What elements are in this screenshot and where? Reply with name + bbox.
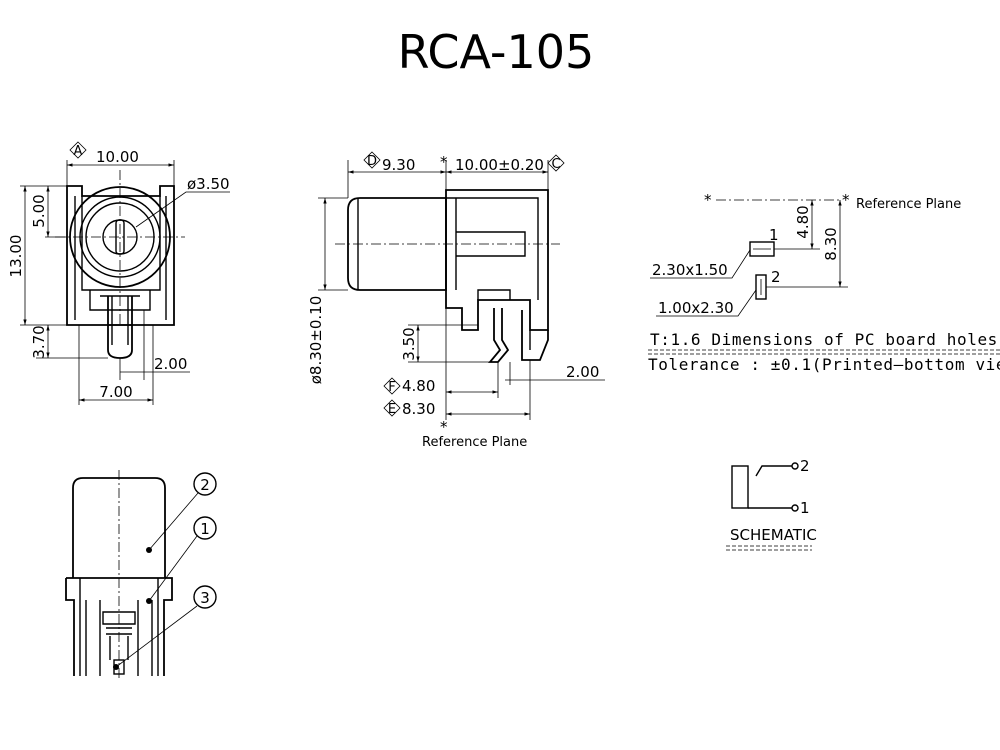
front-width-bottom: 7.00	[99, 383, 132, 401]
side-reference-plane: Reference Plane	[422, 435, 527, 450]
front-height: 13.00	[7, 235, 25, 278]
side-jack-length: 9.30	[382, 156, 415, 174]
note-line-1: T:1.6 Dimensions of PC board holes	[650, 330, 998, 349]
side-body-length: 10.00±0.20	[455, 156, 544, 174]
datum-a-label: A	[74, 144, 83, 159]
front-pin-offset: 2.00	[154, 355, 187, 373]
front-width-top: 10.00	[96, 148, 139, 166]
pcb-pad-2-label: 2	[771, 268, 781, 286]
datum-c-label: C	[551, 157, 560, 172]
datum-f-label: F	[388, 380, 395, 395]
callout-3: 3	[200, 589, 210, 607]
notes: T:1.6 Dimensions of PC board holes Toler…	[648, 330, 1000, 374]
side-view: D 9.30 * 10.00±0.20 C ø8.30±0.10 3.50 2.…	[307, 151, 605, 450]
assembly-view: 2 1 3	[65, 470, 217, 680]
callout-2: 2	[200, 476, 210, 494]
pcb-dim-8-30: 8.30	[822, 227, 840, 260]
schematic: 2 1 SCHEMATIC	[726, 457, 817, 551]
pcb-star-left: *	[704, 191, 712, 209]
note-line-2: Tolerance : ±0.1(Printed—bottom view	[648, 355, 1000, 374]
front-hole-diameter: ø3.50	[187, 175, 230, 193]
side-dim-f: 4.80	[402, 377, 435, 395]
side-star-bottom: *	[440, 418, 448, 436]
drawing-title: RCA-105	[398, 25, 595, 79]
side-dim-e: 8.30	[402, 400, 435, 418]
side-diameter: ø8.30±0.10	[307, 296, 325, 385]
schematic-pin-2: 2	[800, 457, 810, 475]
pcb-star-right: *	[842, 191, 850, 209]
pcb-pad-1-size: 2.30x1.50	[652, 261, 728, 279]
pcb-pad-1-label: 1	[769, 226, 779, 244]
side-pin-height: 3.50	[400, 327, 418, 360]
callout-1: 1	[200, 520, 210, 538]
front-pin-length: 3.70	[30, 325, 48, 358]
side-star-top: *	[440, 153, 448, 171]
front-center-height: 5.00	[30, 194, 48, 227]
datum-e-label: E	[388, 402, 396, 417]
pcb-pad-2-size: 1.00x2.30	[658, 299, 734, 317]
datum-d-label: D	[367, 154, 377, 169]
schematic-pin-1: 1	[800, 499, 810, 517]
pcb-layout: * * Reference Plane 1 2 4.80 8.30 2.30x1…	[650, 191, 961, 317]
pcb-reference-plane: Reference Plane	[856, 197, 961, 212]
schematic-label: SCHEMATIC	[730, 526, 817, 544]
front-view: A 10.00 ø3.50 13.00 5.00 3.70 2.00 7.00	[7, 141, 230, 405]
side-pin-offset: 2.00	[566, 363, 599, 381]
pcb-dim-4-80: 4.80	[794, 205, 812, 238]
